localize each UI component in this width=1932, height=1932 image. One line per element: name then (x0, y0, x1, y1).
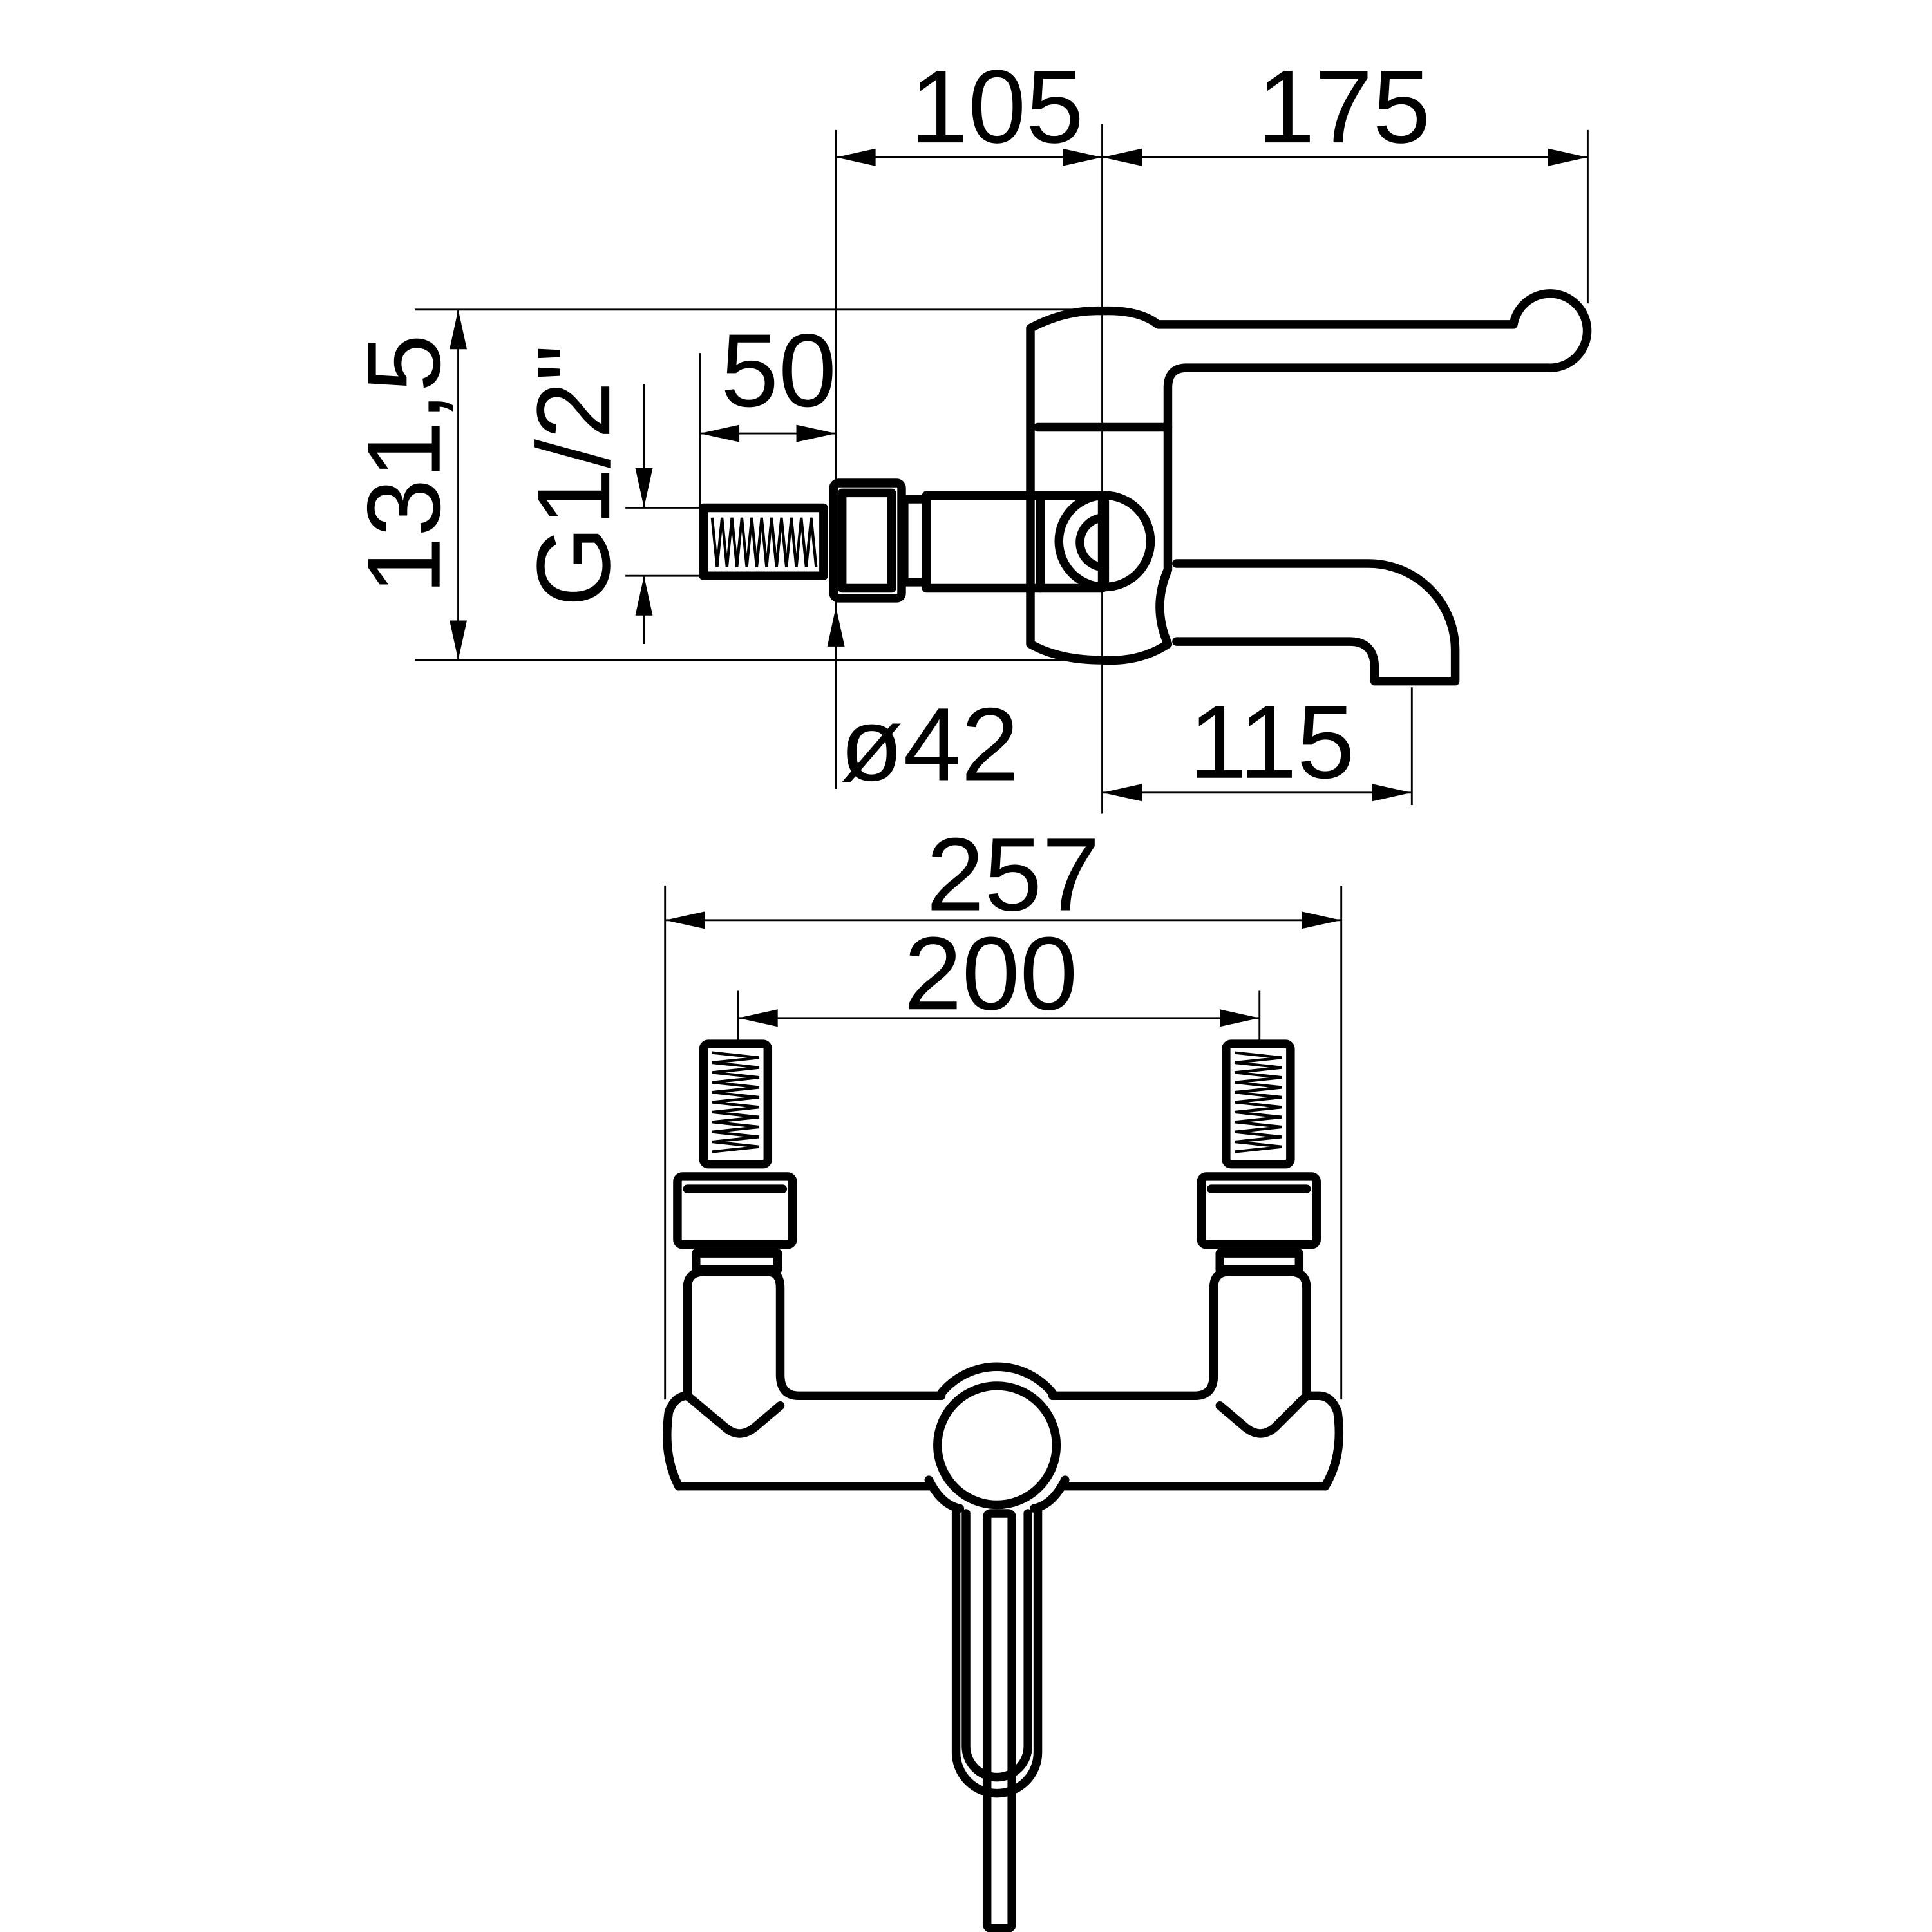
bottom-view-dimensions: 257 200 (664, 817, 1343, 1400)
dim-diameter-label: ø42 (840, 687, 1019, 803)
dim-50-label: 50 (721, 313, 837, 429)
bottom-view-faucet (663, 1039, 1344, 1932)
dim-105-label: 105 (910, 49, 1083, 165)
dim-257-label: 257 (926, 817, 1099, 933)
side-view-dimensions: 105 175 131,5 50 G1/2" ø42 115 (346, 49, 1589, 814)
dim-thread-label: G1/2" (516, 345, 632, 607)
dim-200-label: 200 (904, 916, 1077, 1032)
side-view-faucet (699, 289, 1592, 686)
dim-175-label: 175 (1257, 49, 1430, 165)
dim-height-label: 131,5 (346, 334, 462, 594)
dim-115-label: 115 (1189, 685, 1354, 800)
